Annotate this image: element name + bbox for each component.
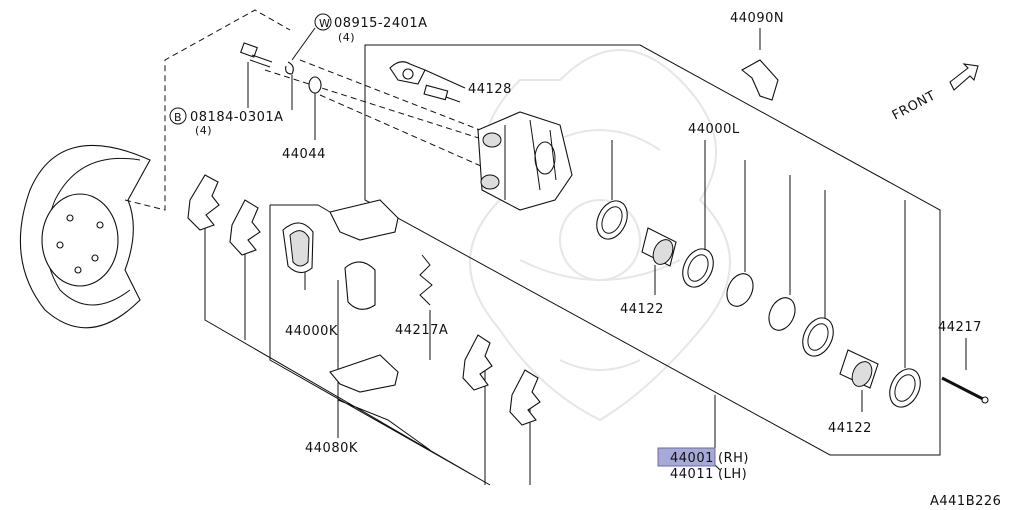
shim-clip-right-2 [509,369,541,426]
bleeder-cap-part [423,84,461,103]
diagram-id: A441B226 [930,494,1001,509]
connector-dashed-left [124,9,291,211]
label-44128: 44128 [468,82,512,97]
label-44122-lower: 44122 [828,421,872,436]
caliper-assembly-outline [364,44,941,456]
label-bolt-w: W 08915-2401A (4) [314,13,428,44]
backing-plate [19,144,151,329]
bolt-b-qty: (4) [195,124,212,137]
shim-clip-left-1 [187,174,220,231]
front-arrow-icon [949,63,979,91]
label-44001-side: (RH) [718,451,749,466]
label-44090N: 44090N [730,11,784,26]
bolt-w-qty: (4) [338,31,355,44]
shim-clip-left-2 [229,199,261,256]
svg-text:B: B [174,111,182,124]
label-44011-side: (LH) [718,467,747,482]
brake-pad-outer [344,261,376,310]
front-direction-indicator: FRONT [890,63,979,124]
svg-text:W: W [319,17,330,30]
label-44217A: 44217A [395,323,448,338]
bleeder-screw-part [389,61,426,85]
label-44000L: 44000L [688,122,740,137]
highlight-44001[interactable] [657,447,716,467]
pad-shim-upper [329,199,399,241]
pad-shim-lower [329,354,399,393]
label-bolt-b: B 08184-0301A (4) [169,107,284,137]
connector-dashed-bolt [264,59,491,171]
label-44001[interactable]: 44001 [670,451,714,466]
front-label: FRONT [890,88,938,123]
label-44011: 44011 [670,467,714,482]
bolt-part [240,42,273,68]
bolt-b-number: 08184-0301A [190,110,284,125]
piston-upper-part [641,227,677,267]
label-44122-upper: 44122 [620,302,664,317]
anti-rattle-spring-part [741,59,779,101]
caliper-body-part [477,111,573,211]
brake-pad-inner [282,222,314,274]
piston-lower-part [839,349,879,389]
label-44000K: 44000K [285,324,338,339]
piston-seal-kit [596,200,921,408]
bolt-w-number: 08915-2401A [334,16,428,31]
shim-clip-right-1 [462,334,493,391]
pad-spring-44217A [419,254,433,306]
label-44044: 44044 [282,147,326,162]
washer-44044-part [308,76,322,94]
guide-pin-part [941,376,989,404]
lock-washer-part [285,61,294,75]
label-44080K: 44080K [305,441,358,456]
label-44217: 44217 [938,320,982,335]
